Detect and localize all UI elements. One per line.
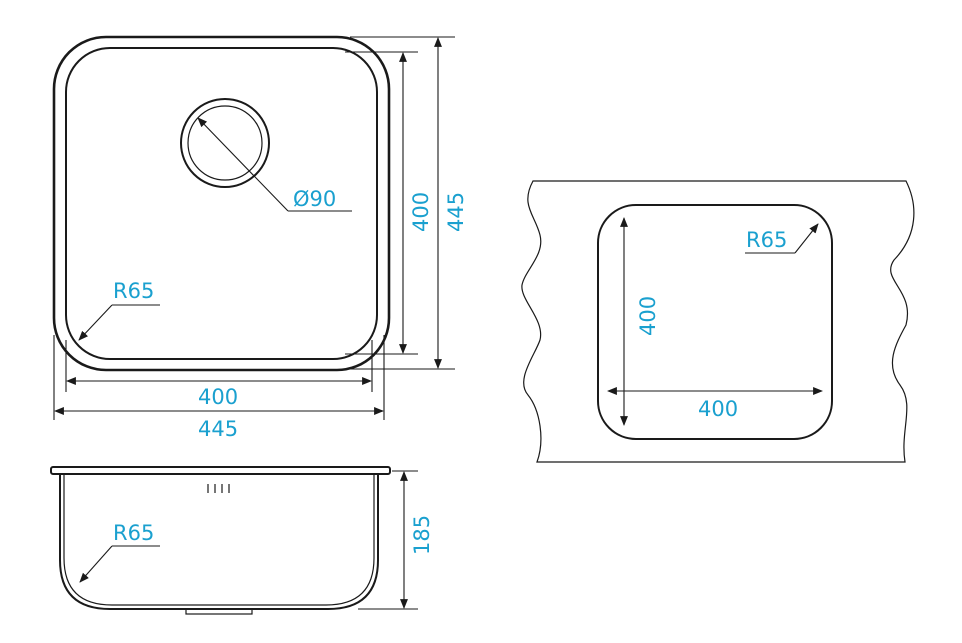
outer-height-label: 445 [444,192,468,232]
side-bowl-profile [59,474,379,610]
radius-label-top: R65 [113,279,154,303]
radius-label-cutout: R65 [746,228,787,252]
drain-outer-circle [180,98,270,188]
radius-arrow-side [79,545,113,583]
top-view: Ø90 R65 400 445 400 445 [52,35,468,441]
drain-diameter-line [197,117,289,212]
radius-label-side: R65 [113,521,154,545]
drain-diameter-label: Ø90 [293,187,336,211]
outer-width-label: 445 [198,417,238,441]
cutout-height-label: 400 [636,296,660,336]
countertop-outline [521,180,915,463]
drain-inner-circle [187,105,263,181]
side-rim-flange [50,466,391,475]
inner-width-label: 400 [198,385,238,409]
radius-arrow-top [78,304,113,341]
radius-arrow-cutout [794,223,819,254]
inner-height-label: 400 [409,192,433,232]
cutout-opening [597,204,833,440]
side-bowl-inner [63,474,375,606]
cutout-view: R65 400 400 [521,180,915,463]
drain-outlet [185,608,253,615]
depth-label: 185 [410,515,434,555]
side-view: R65 185 [50,466,434,615]
cutout-width-label: 400 [698,397,738,421]
sink-inner-bowl [65,47,378,360]
sink-outer-rim [52,35,391,372]
